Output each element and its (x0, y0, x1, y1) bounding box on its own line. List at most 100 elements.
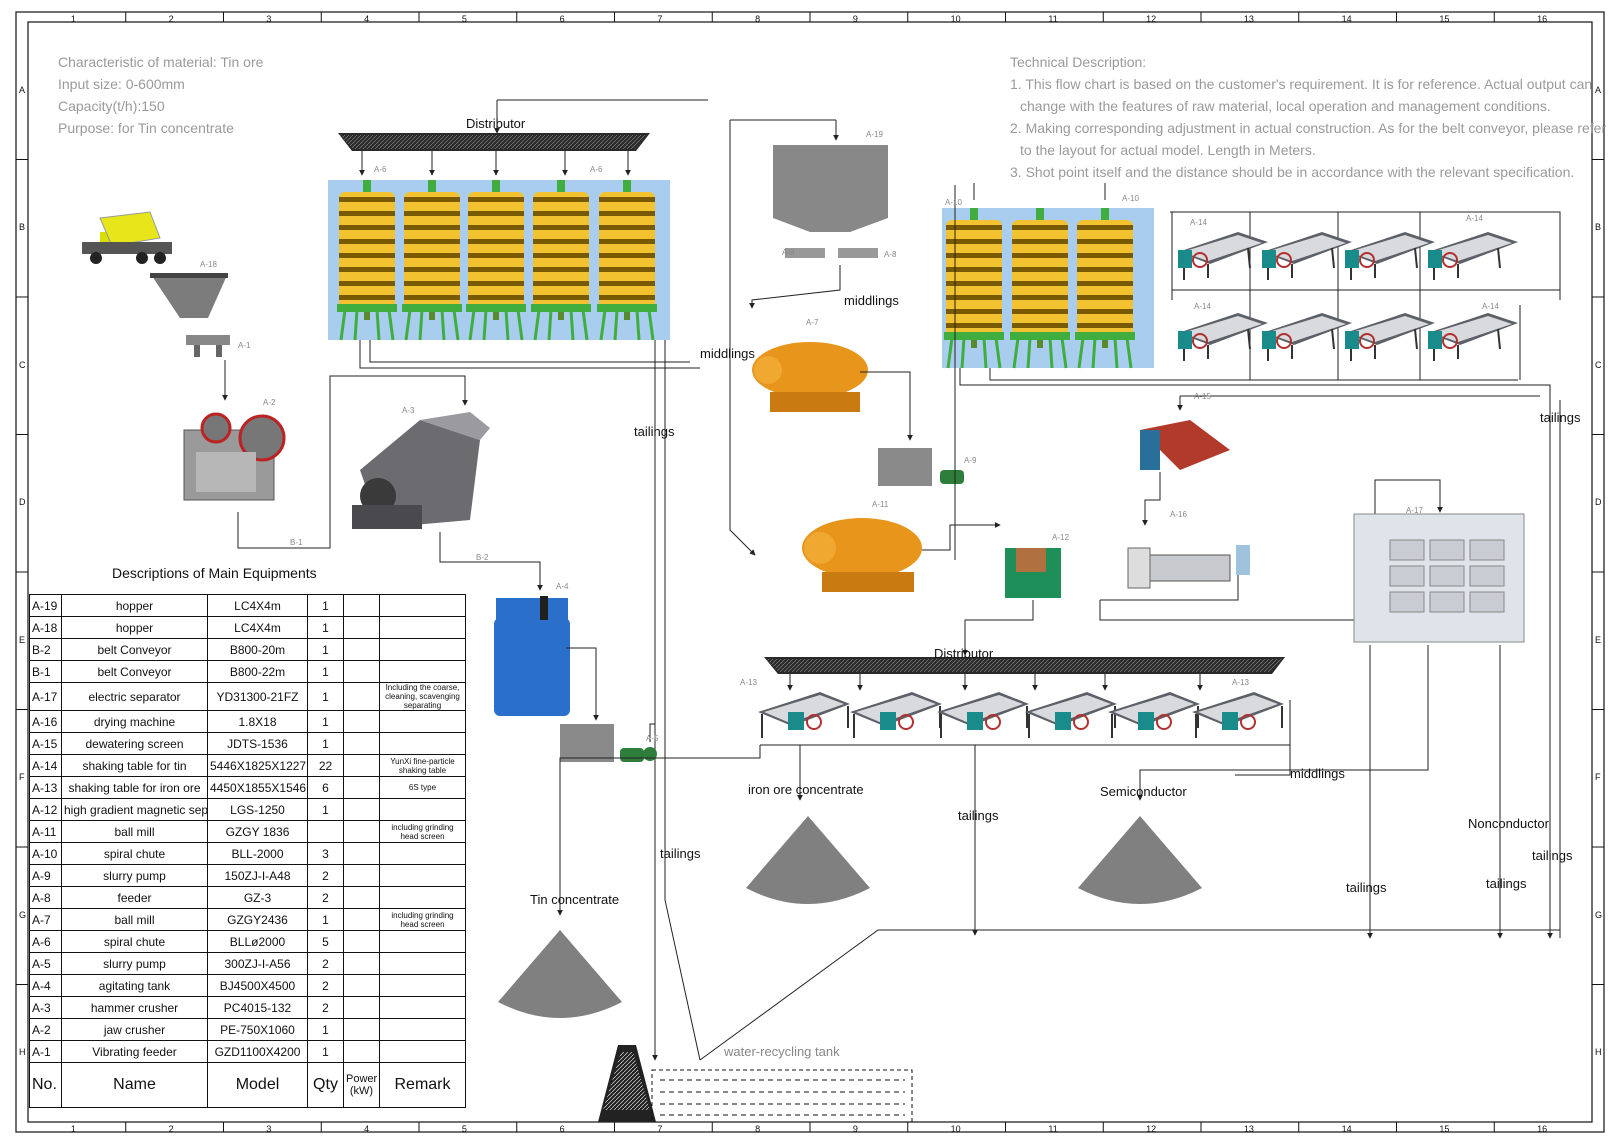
cell-model: 300ZJ-I-A56 (207, 952, 308, 975)
cell-power (343, 798, 380, 821)
cell-qty: 1 (307, 616, 344, 639)
cell-power (343, 616, 380, 639)
cell-remark (379, 930, 466, 953)
row-label-right: G (1595, 909, 1603, 920)
equipment-tag: A-2 (263, 398, 276, 407)
cell-model: 1.8X18 (207, 710, 308, 733)
col-label-top: 7 (657, 14, 663, 24)
col-label-top: 5 (461, 14, 467, 24)
cell-remark (379, 594, 466, 617)
tailings-label: tailings (634, 424, 675, 439)
material-capacity: Capacity(t/h):150 (58, 98, 165, 114)
cell-no: A-14 (29, 754, 62, 777)
col-label-top: 4 (364, 14, 370, 24)
hammer-crusher-icon (352, 412, 490, 529)
equipment-tag: A-16 (1170, 510, 1187, 519)
col-label-bottom: 10 (950, 1124, 961, 1134)
cell-power (343, 842, 380, 865)
cell-power (343, 886, 380, 909)
cell-no: A-16 (29, 710, 62, 733)
cell-model: LC4X4m (207, 594, 308, 617)
cell-no: A-15 (29, 732, 62, 755)
cell-remark: including grinding head screen (379, 908, 466, 931)
cell-no: A-2 (29, 1018, 62, 1041)
row-label-right: D (1595, 497, 1602, 508)
technical-line: 2. Making corresponding adjustment in ac… (1010, 120, 1607, 136)
row-label-right: F (1595, 772, 1601, 783)
equipment-tag: A-13 (1232, 678, 1249, 687)
tailings-label: tailings (1346, 880, 1387, 895)
cell-remark (379, 842, 466, 865)
cell-name: jaw crusher (61, 1018, 208, 1041)
distributor-label: Distributor (466, 116, 526, 131)
header-remark: Remark (379, 1062, 466, 1108)
equipment-tag: B-2 (476, 553, 489, 562)
cell-model: YD31300-21FZ (207, 682, 308, 711)
cell-name: hopper (61, 594, 208, 617)
cell-qty: 1 (307, 682, 344, 711)
cell-no: B-2 (29, 638, 62, 661)
col-label-top: 15 (1439, 14, 1450, 24)
equipment-tag: A-4 (556, 582, 569, 591)
cell-qty: 1 (307, 798, 344, 821)
col-label-top: 10 (950, 14, 961, 24)
col-label-bottom: 15 (1439, 1124, 1450, 1134)
cell-model: PE-750X1060 (207, 1018, 308, 1041)
row-label-right: C (1595, 359, 1602, 370)
tailings-label: tailings (958, 808, 999, 823)
middlings-label: middlings (1290, 766, 1345, 781)
equipment-tag: A-18 (200, 260, 217, 269)
equipment-tag: A-12 (1052, 533, 1069, 542)
cell-name: belt Conveyor (61, 660, 208, 683)
cell-remark (379, 886, 466, 909)
cell-name: slurry pump (61, 952, 208, 975)
cell-no: A-19 (29, 594, 62, 617)
col-label-bottom: 6 (559, 1124, 565, 1134)
cell-no: A-17 (29, 682, 62, 711)
technical-line: 1. This flow chart is based on the custo… (1010, 76, 1593, 92)
cell-no: A-6 (29, 930, 62, 953)
equipment-tag: A-19 (866, 130, 883, 139)
cell-model: PC4015-132 (207, 996, 308, 1019)
dump-truck-icon (82, 211, 172, 264)
cell-power (343, 660, 380, 683)
cell-model: GZGY2436 (207, 908, 308, 931)
row-label-left: E (19, 634, 26, 645)
row-label-left: B (19, 222, 26, 233)
cell-power (343, 996, 380, 1019)
row-label-right: E (1595, 634, 1602, 645)
cell-remark (379, 1018, 466, 1041)
equipment-tag: A-1 (238, 341, 251, 350)
cell-name: feeder (61, 886, 208, 909)
cell-qty: 1 (307, 594, 344, 617)
cell-qty: 1 (307, 660, 344, 683)
col-label-top: 3 (266, 14, 272, 24)
cell-remark (379, 660, 466, 683)
cell-power (343, 776, 380, 799)
cell-qty: 1 (307, 732, 344, 755)
cell-power (343, 754, 380, 777)
equipment-tag: A-10 (945, 198, 962, 207)
distributor-label: Distributor (934, 646, 994, 661)
ball-mill-icon (752, 342, 868, 412)
cell-no: A-18 (29, 616, 62, 639)
equipment-tag: A-14 (1190, 218, 1207, 227)
equipment-tag: A-7 (806, 318, 819, 327)
cell-name: belt Conveyor (61, 638, 208, 661)
cell-model: LGS-1250 (207, 798, 308, 821)
equipment-tag: A-10 (1122, 194, 1139, 203)
cell-name: shaking table for tin (61, 754, 208, 777)
col-label-bottom: 14 (1341, 1124, 1352, 1134)
equipment-tag: A-9 (964, 456, 977, 465)
row-label-left: A (19, 84, 26, 95)
